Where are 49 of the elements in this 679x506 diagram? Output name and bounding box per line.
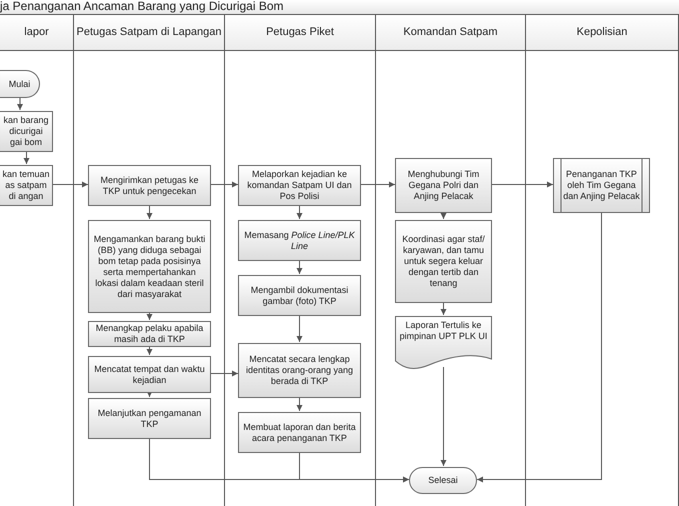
- arrow: [52, 182, 88, 188]
- arrow: [360, 182, 396, 188]
- arrow: [146, 346, 152, 356]
- process-box: Koordinasi agar staf/ karyawan, dan tamu untuk segera keluar dengan tertib dan tenang: [395, 220, 492, 303]
- arrow: [296, 314, 302, 342]
- swimlane: [225, 14, 376, 506]
- process-box: Mengambil dokumentasi gambar (foto) TKP: [238, 275, 361, 316]
- document-shape: Laporan Tertulis ke pimpinan UPT PLK UI: [395, 316, 492, 371]
- arrow: [24, 150, 30, 164]
- arrow: [296, 204, 302, 220]
- terminator: Selesai: [409, 467, 477, 494]
- lane-header: Petugas Satpam di Lapangan: [76, 26, 222, 39]
- process-box: Mengirimkan petugas ke TKP untuk pengecekan: [88, 165, 211, 206]
- arrow: [440, 366, 446, 466]
- arrow: [210, 370, 238, 376]
- arrow: [210, 182, 238, 188]
- process-box: kan temuan as satpam di angan: [0, 165, 53, 206]
- lane-header: Komandan Satpam: [403, 26, 498, 39]
- arrow: [146, 204, 152, 220]
- process-box: Melaporkan kejadian ke komandan Satpam UI dan Pos Polisi: [238, 165, 361, 206]
- arrow: [492, 182, 554, 188]
- arrow: [146, 312, 152, 320]
- swimlane: [74, 14, 225, 506]
- process-box: Menangkap pelaku apabila masih ada di TKP: [88, 321, 211, 347]
- process-box: Mencatat tempat dan waktu kejadian: [88, 356, 211, 393]
- process-box: Memasang Police Line/PLK Line: [238, 220, 361, 261]
- arrow: [440, 302, 446, 316]
- arrow: [17, 96, 23, 110]
- swimlane: [526, 14, 679, 506]
- lane-header: Petugas Piket: [266, 26, 334, 39]
- arrow: [440, 212, 446, 220]
- process-box: Mengamankan barang bukti (BB) yang diduga sebagai bom tetap pada posisinya serta mempertahankan lokasi dalam keadaan steril dari masyarakat: [88, 220, 211, 313]
- arrow: [296, 260, 302, 274]
- process-box: Membuat laporan dan berita acara penanganan TKP: [238, 412, 361, 453]
- diagram-title: ja Penanganan Ancaman Barang yang Dicurigai Bom: [0, 0, 284, 13]
- process-box: kan barang dicurigai gai bom: [0, 111, 53, 152]
- arrow: [299, 452, 410, 482]
- lane-header: Kepolisian: [576, 26, 628, 39]
- swimlane: [376, 14, 526, 506]
- arrow: [476, 212, 602, 482]
- process-box: Mencatat secara lengkap identitas orang-orang yang berada di TKP: [238, 343, 361, 398]
- terminator: Mulai: [0, 70, 40, 98]
- arrow: [146, 391, 152, 398]
- process-box: Melanjutkan pengamanan TKP: [88, 398, 211, 439]
- swimlane: [0, 14, 74, 506]
- predefined-process-box: Penanganan TKP oleh Tim Gegana dan Anjing Pelacak: [553, 158, 650, 213]
- arrow: [296, 396, 302, 412]
- lane-header: lapor: [24, 26, 49, 39]
- process-box: Menghubungi Tim Gegana Polri dan Anjing Pelacak: [395, 158, 492, 213]
